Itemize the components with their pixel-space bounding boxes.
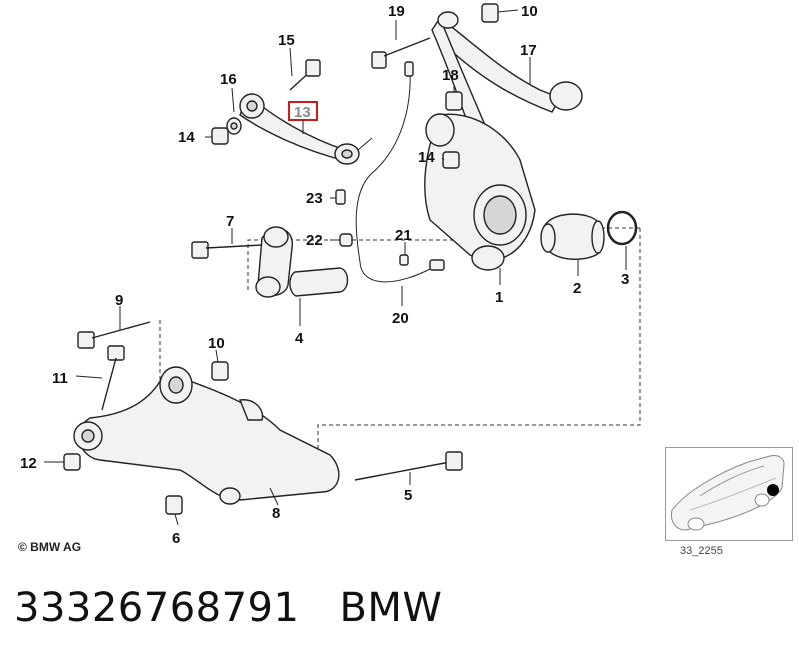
part-21-screw[interactable]	[399, 254, 409, 266]
callout-11: 11	[52, 370, 68, 387]
callout-15: 15	[278, 32, 295, 49]
brand-name: BMW	[339, 585, 443, 631]
callout-12: 12	[20, 455, 37, 472]
callout-19: 19	[388, 3, 405, 20]
part-1-wheel-carrier[interactable]	[424, 113, 536, 271]
callout-1: 1	[495, 289, 503, 306]
part-7-bolt[interactable]	[191, 241, 263, 259]
callout-23: 23	[306, 190, 323, 207]
callout-21: 21	[395, 227, 412, 244]
callout-13-highlight[interactable]: 13	[288, 101, 318, 134]
part-9-bolt[interactable]	[77, 321, 151, 349]
part-17-wishbone[interactable]	[431, 11, 583, 131]
callout-17: 17	[520, 42, 537, 59]
callout-10-lower: 10	[208, 335, 225, 352]
callout-7: 7	[226, 213, 234, 230]
part-16-washer[interactable]	[226, 117, 242, 135]
part-14-nut-left[interactable]	[211, 127, 229, 145]
part-4-link[interactable]	[255, 226, 349, 298]
callout-9: 9	[115, 292, 123, 309]
callout-22: 22	[306, 232, 323, 249]
part-3-circlip[interactable]	[606, 210, 638, 246]
car-outline-icon	[671, 455, 785, 531]
part-12-nut[interactable]	[63, 453, 81, 471]
callout-16: 16	[220, 71, 237, 88]
part-13-control-arm[interactable]	[239, 93, 373, 165]
callout-2: 2	[573, 280, 581, 297]
part-15-bolt[interactable]	[289, 59, 321, 91]
callout-10-top: 10	[521, 3, 538, 20]
callout-6: 6	[172, 530, 180, 547]
part-6-nut[interactable]	[165, 495, 183, 515]
diagram-code: 33_2255	[680, 545, 723, 557]
part-number: 33326768791	[14, 585, 300, 631]
callout-18: 18	[442, 67, 459, 84]
callout-14-right: 14	[418, 149, 435, 166]
callout-8: 8	[272, 505, 280, 522]
callout-20: 20	[392, 310, 409, 327]
vehicle-location-inset	[665, 447, 793, 541]
part-23-clip[interactable]	[335, 189, 346, 205]
part-20-sensor-cable[interactable]	[355, 61, 445, 283]
callout-labels: 19 10 15 17 16 18 14 14 23 7 21 22 1 2 3…	[20, 3, 629, 547]
callout-4: 4	[295, 330, 304, 347]
part-8-lower-arm[interactable]	[73, 366, 340, 505]
part-caption: 33326768791 BMW	[14, 585, 442, 631]
callout-13: 13	[294, 104, 311, 121]
callout-3: 3	[621, 271, 629, 288]
part-2-drive-flange[interactable]	[540, 213, 605, 260]
part-11-bolt[interactable]	[101, 345, 125, 411]
part-19-bolt[interactable]	[371, 37, 431, 69]
callout-leaders	[44, 9, 627, 526]
part-18-bushing[interactable]	[445, 91, 463, 111]
part-5-bolt[interactable]	[354, 451, 463, 481]
part-10-nut-top[interactable]	[481, 3, 499, 23]
part-14-nut-right[interactable]	[442, 151, 460, 169]
part-10-nut-lower[interactable]	[211, 361, 229, 381]
callout-5: 5	[404, 487, 412, 504]
location-marker-icon	[767, 484, 779, 496]
part-22-grommet[interactable]	[339, 233, 353, 247]
callout-14-left: 14	[178, 129, 195, 146]
copyright-notice: © BMW AG	[18, 540, 82, 554]
